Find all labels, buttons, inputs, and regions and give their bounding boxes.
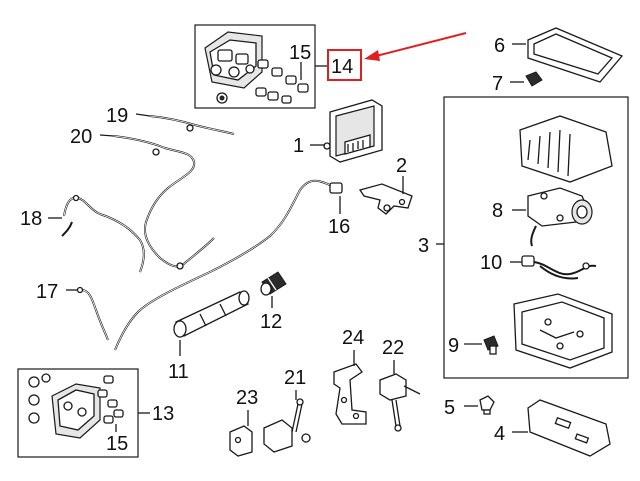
callout-21: 21 — [284, 367, 306, 389]
callout-16: 16 — [328, 216, 350, 238]
callout-13: 13 — [152, 403, 174, 425]
valve-block-image — [204, 31, 263, 104]
valve-block-image-13 — [28, 373, 124, 439]
fitting-9 — [483, 335, 499, 355]
nut-5 — [479, 395, 495, 415]
callout-20: 20 — [70, 126, 92, 148]
compressor-tray — [513, 293, 613, 369]
highlight-arrow — [364, 32, 467, 61]
callout-15-bottom: 15 — [106, 433, 128, 455]
callout-24: 24 — [342, 327, 364, 349]
control-module — [323, 99, 383, 163]
cover-plate-6 — [527, 27, 624, 83]
callout-18: 18 — [20, 208, 42, 230]
wiring-harness-20 — [113, 135, 215, 270]
callout-7: 7 — [492, 73, 503, 95]
height-sensor-21 — [263, 398, 311, 453]
callout-9: 9 — [448, 335, 459, 357]
callout-14-highlight-box — [327, 49, 362, 81]
callout-6: 6 — [494, 35, 505, 57]
callout-3: 3 — [418, 235, 429, 257]
fittings-image — [255, 59, 309, 104]
callout-19: 19 — [106, 105, 128, 127]
bracket-plate-4 — [527, 399, 611, 457]
valve-block-kit-box-13: 15 — [17, 368, 139, 458]
callout-10: 10 — [480, 252, 502, 274]
compressor-assembly-box — [436, 96, 629, 379]
bracket-24 — [333, 363, 367, 425]
air-line-hose — [114, 179, 343, 351]
callout-23: 23 — [236, 387, 258, 409]
callout-15-top: 15 — [289, 42, 311, 64]
callout-12: 12 — [260, 311, 282, 333]
leader-19 — [135, 113, 151, 117]
callout-1: 1 — [293, 135, 304, 157]
compressor-harness-10 — [521, 255, 597, 280]
air-filter-tube — [173, 290, 250, 338]
callout-8: 8 — [492, 200, 503, 222]
callout-17: 17 — [36, 281, 58, 303]
callout-5: 5 — [444, 397, 455, 419]
callout-22: 22 — [382, 337, 404, 359]
callout-2: 2 — [396, 155, 407, 177]
valve-block-kit-box: 15 — [194, 24, 328, 109]
bracket — [358, 183, 413, 215]
clip-7 — [525, 71, 543, 87]
callout-14: 14 — [331, 56, 353, 78]
filter-element — [260, 271, 287, 296]
hose-17 — [76, 286, 109, 341]
callout-4: 4 — [494, 423, 505, 445]
wiring-harness-18 — [61, 194, 145, 273]
callout-11: 11 — [168, 361, 189, 383]
bracket-23 — [229, 425, 253, 457]
height-sensor-22 — [379, 373, 421, 432]
compressor-8 — [527, 187, 593, 247]
compressor-cover — [519, 115, 613, 183]
leader-20 — [99, 134, 115, 137]
wiring-harness-19 — [149, 115, 235, 135]
